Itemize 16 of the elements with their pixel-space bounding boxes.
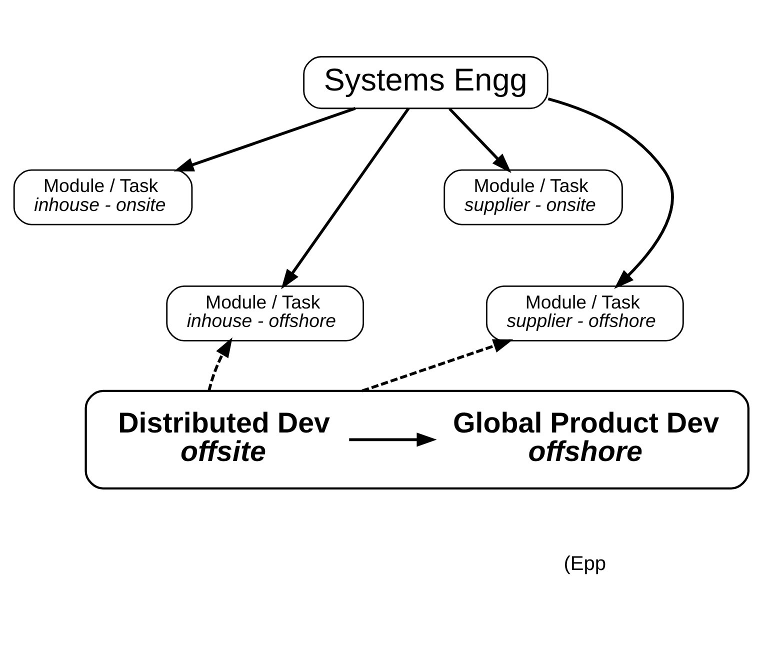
node-box: Module / Task inhouse - onsite	[13, 168, 193, 225]
node-box: Systems Engg	[303, 56, 548, 109]
label: (Epp	[564, 552, 606, 574]
arrow	[281, 107, 410, 289]
arrow	[174, 106, 356, 171]
arrow	[448, 107, 512, 173]
node-text: Global Product Dev offshore	[452, 407, 720, 468]
arrow	[208, 336, 232, 391]
node-box: Module / Task supplier - onsite	[444, 168, 623, 225]
node-box: Module / Task supplier - offshore	[486, 285, 684, 341]
node-box: Module / Task inhouse - offshore	[166, 285, 364, 341]
cluster	[84, 389, 750, 489]
node-text: Distributed Dev offsite	[118, 407, 330, 468]
arrow	[362, 338, 514, 392]
arrow	[548, 97, 674, 288]
arrow	[349, 432, 437, 446]
